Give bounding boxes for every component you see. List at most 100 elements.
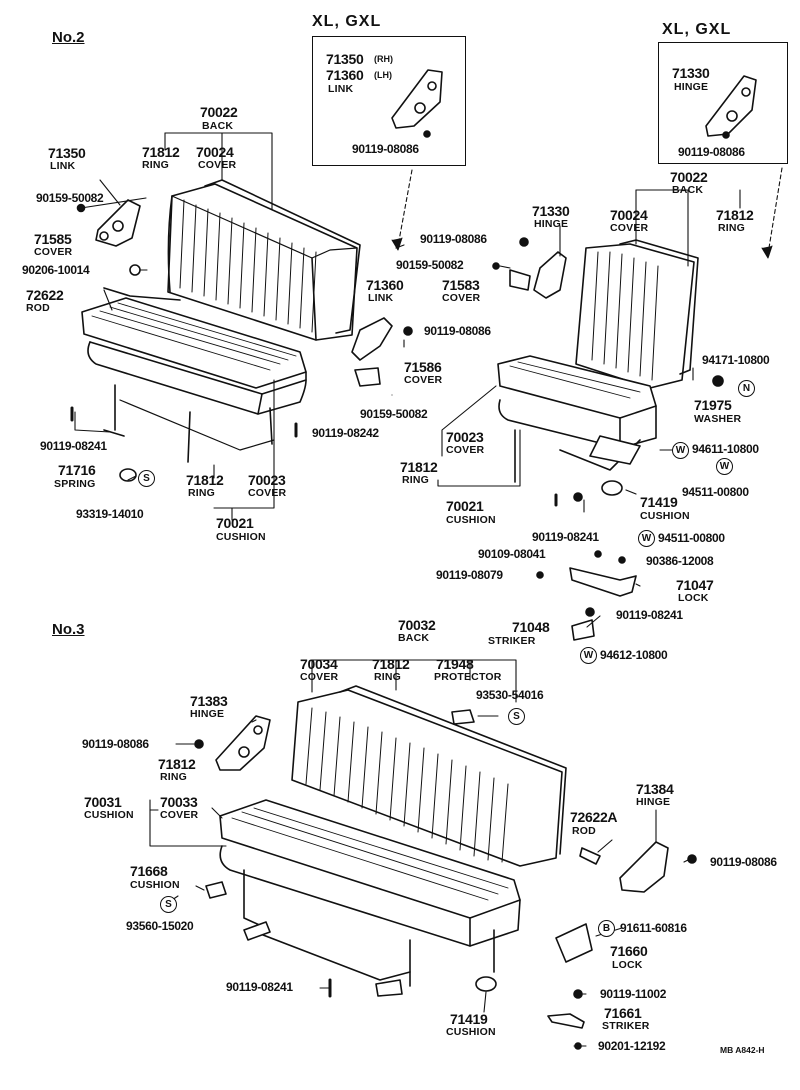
- no2r-washer4: 94511-00800: [658, 531, 725, 545]
- no2r-bolt1: 90119-08086: [420, 232, 487, 246]
- no2r-cushion-pn: 70021: [446, 498, 484, 514]
- no2l-cover2-name: COVER: [34, 246, 73, 258]
- marker-s-no3-2: S: [160, 896, 177, 913]
- no3-cushion2-name: CUSHION: [130, 879, 180, 891]
- inset-hinge-pn: 71330: [672, 65, 710, 81]
- inset-hinge-name: HINGE: [674, 81, 709, 93]
- inset-link-bolt: 90119-08086: [352, 142, 419, 156]
- no2r-striker-pn: 71048: [512, 619, 550, 635]
- section-no2: No.2: [52, 29, 85, 46]
- no2l-back-name: BACK: [202, 120, 234, 132]
- no2r-lock-pn: 71047: [676, 577, 714, 593]
- no2l-back-pn: 70022: [200, 104, 238, 120]
- no2r-washer5: 94612-10800: [600, 648, 668, 662]
- no3-ring2-pn: 71812: [158, 756, 196, 772]
- no3-rod-pn: 72622A: [570, 809, 618, 825]
- no2r-cushion2-pn: 71419: [640, 494, 678, 510]
- no2r-bolt5: 90109-08041: [478, 547, 546, 561]
- no3-striker-pn: 71661: [604, 1005, 642, 1021]
- no3-bolt2: 90119-08086: [710, 855, 777, 869]
- no2r-lock-name: LOCK: [678, 592, 709, 604]
- no3-cushion2-pn: 71668: [130, 863, 168, 879]
- no2l-bolt5: 90119-08241: [40, 439, 107, 453]
- no2l-cover-name: COVER: [198, 159, 237, 171]
- no3-seat-cushion: [219, 799, 521, 997]
- no3-cover2-pn: 70033: [160, 794, 198, 810]
- marker-s-no2l: S: [138, 470, 155, 487]
- no3-cushion3-pn: 71419: [450, 1011, 488, 1027]
- no2r-bolt3: 94171-10800: [702, 353, 770, 367]
- no2l-bolt6: 90119-08242: [312, 426, 379, 440]
- no3-cushion-name: CUSHION: [84, 809, 134, 821]
- no2l-spring-name: SPRING: [54, 478, 96, 490]
- no2l-link2-pn: 71360: [366, 277, 404, 293]
- no2-right-seat-back: [575, 239, 699, 389]
- variant-label-left: XL, GXL: [312, 13, 382, 30]
- no2l-ring2-name: RING: [188, 487, 216, 499]
- marker-w-no2r-1: W: [672, 442, 689, 459]
- no2r-cover3-name: COVER: [446, 444, 485, 456]
- no2l-link2-name: LINK: [368, 292, 394, 304]
- no2l-clip: 93319-14010: [76, 507, 144, 521]
- no2l-spring-pn: 71716: [58, 462, 96, 478]
- no2r-washer2: 94611-10800: [692, 442, 759, 456]
- inset-left-link: [391, 69, 443, 138]
- no2l-bolt4: 90159-50082: [360, 407, 428, 421]
- no2r-ring2-pn: 71812: [400, 459, 438, 475]
- no3-hinge2-name: HINGE: [636, 796, 671, 808]
- no3-bolt3: 91611-60816: [620, 921, 687, 935]
- inset-arrows: [391, 167, 783, 259]
- no2r-ring-pn: 71812: [716, 207, 754, 223]
- no3-clip2: 93560-15020: [126, 919, 194, 933]
- no2r-cushion2-name: CUSHION: [640, 510, 690, 522]
- no2r-cover2-name: COVER: [610, 222, 649, 234]
- no2r-striker-name: STRIKER: [488, 635, 536, 647]
- no2r-cover2-pn: 70024: [610, 207, 648, 223]
- no2l-cover3-name: COVER: [404, 374, 443, 386]
- no2-left-small-parts: [70, 199, 413, 482]
- no2l-cover2-pn: 71585: [34, 231, 72, 247]
- no3-bolt4: 90119-08241: [226, 980, 293, 994]
- no3-cover-name: COVER: [300, 671, 339, 683]
- no3-clip: 93530-54016: [476, 688, 544, 702]
- no3-protector-pn: 71948: [436, 656, 474, 672]
- no2-right-seat-cushion: [497, 355, 724, 496]
- no2r-back-pn: 70022: [670, 169, 708, 185]
- no3-hinge2-pn: 71384: [636, 781, 674, 797]
- no2l-cushion-name: CUSHION: [216, 531, 266, 543]
- no2r-cover3-pn: 70023: [446, 429, 484, 445]
- no2l-link-pn: 71350: [48, 145, 86, 161]
- no2r-ring2-name: RING: [402, 474, 430, 486]
- no2l-ring-pn: 71812: [142, 144, 180, 160]
- inset-box-link: [312, 36, 466, 166]
- no3-ring-pn: 71812: [372, 656, 410, 672]
- no2-left-seat-back: [167, 179, 361, 341]
- no3-ring2-name: RING: [160, 771, 188, 783]
- no3-bolt5: 90119-11002: [600, 987, 667, 1001]
- inset-link-pn-rh: 71350: [326, 51, 364, 67]
- no3-back-pn: 70032: [398, 617, 436, 633]
- no2r-bolt8: 90119-08241: [616, 608, 683, 622]
- inset-right-hinge: [705, 75, 757, 139]
- no3-lock-name: LOCK: [612, 959, 643, 971]
- no3-cover2-name: COVER: [160, 809, 199, 821]
- no2r-bolt6: 90386-12008: [646, 554, 714, 568]
- no2r-washer-pn: 71975: [694, 397, 732, 413]
- no2r-washer3: 94511-00800: [682, 485, 749, 499]
- no2-right-leaders: [437, 189, 741, 628]
- no2l-bolt2: 90206-10014: [22, 263, 90, 277]
- no2-right-small-parts: [492, 237, 637, 641]
- no2r-cushion-name: CUSHION: [446, 514, 496, 526]
- no3-rod-name: ROD: [572, 825, 596, 837]
- no2r-bolt4: 90119-08241: [532, 530, 599, 544]
- no3-bolt6: 90201-12192: [598, 1039, 666, 1053]
- no3-small-parts: [194, 709, 697, 1050]
- no2l-cover4-name: COVER: [248, 487, 287, 499]
- no2r-cover-name: COVER: [442, 292, 481, 304]
- no3-lock-pn: 71660: [610, 943, 648, 959]
- no3-protector-name: PROTECTOR: [434, 671, 502, 683]
- no3-cover-pn: 70034: [300, 656, 338, 672]
- no2r-back-name: BACK: [672, 184, 704, 196]
